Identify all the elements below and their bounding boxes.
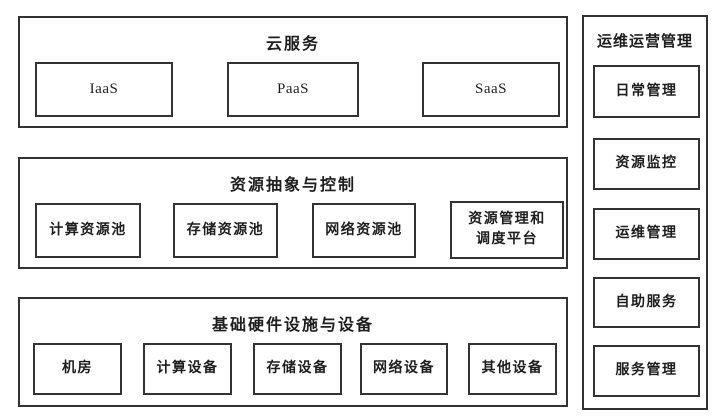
box-machine-room: 机房 [33,343,122,395]
box-compute-resource-pool: 计算资源池 [35,203,141,258]
box-storage-devices: 存储设备 [253,343,342,395]
box-storage-resource-pool-label: 存储资源池 [186,222,265,238]
box-daily-management: 日常管理 [593,65,700,118]
box-self-service-label: 自助服务 [615,294,678,310]
resource-abstraction-title: 资源抽象与控制 [229,177,356,194]
box-paas-label: PaaS [277,81,309,97]
box-network-resource-pool: 网络资源池 [312,203,416,258]
box-self-service: 自助服务 [593,277,700,328]
box-storage-devices-label: 存储设备 [266,361,329,377]
box-ops-maintenance-management-label: 运维管理 [615,226,678,242]
box-other-devices: 其他设备 [468,343,557,395]
box-resource-monitoring-label: 资源监控 [615,156,678,172]
box-compute-resource-pool-label: 计算资源池 [49,222,127,238]
box-paas: PaaS [227,62,359,117]
hardware-infrastructure-title: 基础硬件设施与设备 [211,317,374,334]
box-compute-devices: 计算设备 [143,343,232,395]
box-other-devices-label: 其他设备 [481,361,544,377]
box-iaas: IaaS [35,62,173,117]
box-network-devices: 网络设备 [360,343,448,395]
box-machine-room-label: 机房 [62,361,93,377]
box-compute-devices-label: 计算设备 [156,361,219,377]
box-service-management: 服务管理 [593,345,700,397]
box-network-devices-label: 网络设备 [373,361,435,377]
box-network-resource-pool-label: 网络资源池 [325,222,403,238]
box-saas-label: SaaS [475,81,507,97]
box-resource-mgmt-scheduling-platform: 资源管理和调度平台 [450,201,564,259]
box-iaas-label: IaaS [89,81,119,97]
panel-operations-management: 运维运营管理 日常管理 资源监控 运维管理 自助服务 服务管理 [582,15,708,410]
box-service-management-label: 服务管理 [615,363,678,379]
box-resource-monitoring: 资源监控 [593,138,700,190]
panel-cloud-services: 云服务 IaaS PaaS SaaS [18,16,568,128]
box-storage-resource-pool: 存储资源池 [173,203,278,258]
operations-management-title: 运维运营管理 [596,34,693,50]
box-resource-mgmt-scheduling-platform-label: 资源管理和调度平台 [468,212,546,247]
panel-hardware-infrastructure: 基础硬件设施与设备 机房 计算设备 存储设备 网络设备 其他设备 [18,297,568,407]
box-ops-maintenance-management: 运维管理 [593,208,700,260]
cloud-services-title: 云服务 [265,36,320,53]
panel-resource-abstraction: 资源抽象与控制 计算资源池 存储资源池 网络资源池 资源管理和调度平台 [18,157,568,269]
box-daily-management-label: 日常管理 [615,83,678,99]
box-saas: SaaS [422,62,560,117]
